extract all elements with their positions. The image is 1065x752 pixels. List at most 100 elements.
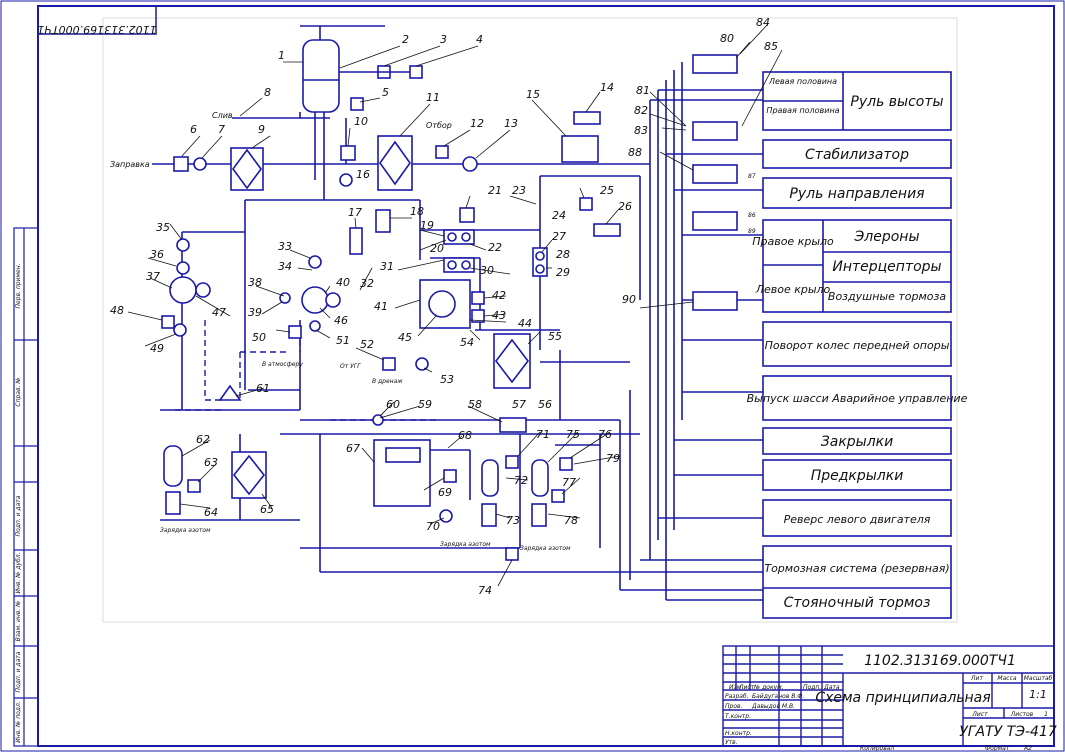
side-label: Перв. примен. <box>15 263 22 308</box>
valve-63 <box>187 479 201 493</box>
part-number: 85 <box>764 40 778 53</box>
valve-73 <box>481 503 497 527</box>
tb-row: Дата <box>823 684 840 691</box>
consumer-sublabel: Левая половина <box>768 77 837 86</box>
code-stamp: 1102.313169.000ТЧ1 <box>37 5 157 36</box>
consumer-label: Поворот колес передней опоры <box>765 339 950 352</box>
part-number: 23 <box>512 184 526 197</box>
part-number: 74 <box>478 584 492 597</box>
tb-row: Изм <box>729 684 742 691</box>
valve-14 <box>573 111 601 125</box>
check-valve-60 <box>372 414 384 426</box>
part-number: 8 <box>264 86 271 99</box>
accumulator-72 <box>481 459 499 497</box>
part-number: 46 <box>334 314 348 327</box>
filter-9 <box>230 147 264 191</box>
valve-5 <box>350 97 364 111</box>
part-number: 41 <box>374 300 388 313</box>
part-number: 39 <box>248 306 262 319</box>
part-number: 20 <box>430 242 444 255</box>
part-number: 16 <box>356 168 370 181</box>
valve-6 <box>173 156 189 172</box>
part-number: 88 <box>628 146 642 159</box>
side-label: Подп. и дата <box>15 651 22 692</box>
filter-61 <box>218 384 242 401</box>
filter-11 <box>377 135 413 191</box>
part-number: 59 <box>418 398 432 411</box>
consumer-label: Закрылки <box>821 434 893 450</box>
servo-80 <box>692 54 738 74</box>
tb-dev-name: Байдуганов В.Ф. <box>752 693 804 700</box>
pipelines <box>152 25 763 601</box>
tb-format: Формат <box>985 745 1010 752</box>
part-number: 38 <box>248 276 262 289</box>
check-valve-16 <box>339 173 353 187</box>
side-stamp-labels: Перв. примен. Справ. № Подп. и дата Инв.… <box>15 263 22 742</box>
valve-74 <box>505 547 519 561</box>
part-number: 40 <box>336 276 350 289</box>
part-number: 63 <box>204 456 218 469</box>
consumer-label: Предкрылки <box>811 468 904 484</box>
consumer-label: Реверс левого двигателя <box>784 513 931 526</box>
part-number: 50 <box>252 331 266 344</box>
consumer-label: Стабилизатор <box>805 147 909 163</box>
consumer-sublabel: Правая половина <box>766 106 839 115</box>
tb-scale-value: 1:1 <box>1029 688 1047 701</box>
part-number: 11 <box>426 91 440 104</box>
valve-64 <box>165 491 181 515</box>
part-number: 72 <box>514 474 528 487</box>
box-gear <box>762 375 952 421</box>
check-valve-35 <box>176 238 190 252</box>
part-number: 55 <box>548 330 562 343</box>
valve-26 <box>593 223 621 237</box>
part-number: 60 <box>386 398 400 411</box>
part-number: 69 <box>438 486 452 499</box>
part-number: 52 <box>360 338 374 351</box>
part-number: 51 <box>336 334 350 347</box>
box-wings <box>762 219 952 313</box>
check-valve-70 <box>439 509 453 523</box>
part-number: 33 <box>278 240 292 253</box>
tb-row: Утв. <box>725 739 738 746</box>
part-number: 53 <box>440 373 454 386</box>
check-valve-36 <box>176 261 190 275</box>
part-number: 24 <box>552 209 566 222</box>
part-number: 36 <box>150 248 164 261</box>
accumulator-17 <box>349 227 363 255</box>
part-number: 43 <box>492 309 506 322</box>
part-number: 81 <box>636 84 650 97</box>
part-number: 15 <box>526 88 540 101</box>
consumer-label: Тормозная система (резервная) <box>764 562 949 575</box>
tb-name: Схема принципиальная <box>815 690 990 706</box>
side-label: Инв. № дубл. <box>15 552 22 593</box>
tb-row: Пров. <box>725 703 743 710</box>
tb-row: Лист <box>738 684 755 691</box>
tb-mass: Масса <box>997 675 1016 682</box>
title-block-text: 1102.313169.000ТЧ1 Схема принципиальная … <box>725 653 1057 752</box>
pump-40 <box>301 286 329 314</box>
wing-item-label: Интерцепторы <box>832 259 941 275</box>
fill-label: Заправка <box>110 160 150 169</box>
part-number: 13 <box>504 117 518 130</box>
part-number: 64 <box>204 506 218 519</box>
part-number: 29 <box>556 266 570 279</box>
valve-57 <box>499 417 527 433</box>
part-number: 71 <box>536 428 550 441</box>
tb-sheets: Листов <box>1010 711 1034 718</box>
part-number: 10 <box>354 115 368 128</box>
part-number: 76 <box>598 428 612 441</box>
part-number: 7 <box>218 123 225 136</box>
part-number: 82 <box>634 104 648 117</box>
nitrogen-label: Зарядка азотом <box>160 527 211 534</box>
part-number: 68 <box>458 429 472 442</box>
distributor-15 <box>561 135 599 163</box>
check-valve-49 <box>173 323 187 337</box>
tb-format-value: А2 <box>1023 745 1032 752</box>
tb-row: Разраб. <box>725 693 749 700</box>
side-label: Взам. инв. № <box>15 601 22 642</box>
servo-83 <box>692 121 738 141</box>
wing-item-label: Элероны <box>854 229 920 245</box>
part-number: 67 <box>346 442 360 455</box>
valve-12 <box>435 145 449 159</box>
